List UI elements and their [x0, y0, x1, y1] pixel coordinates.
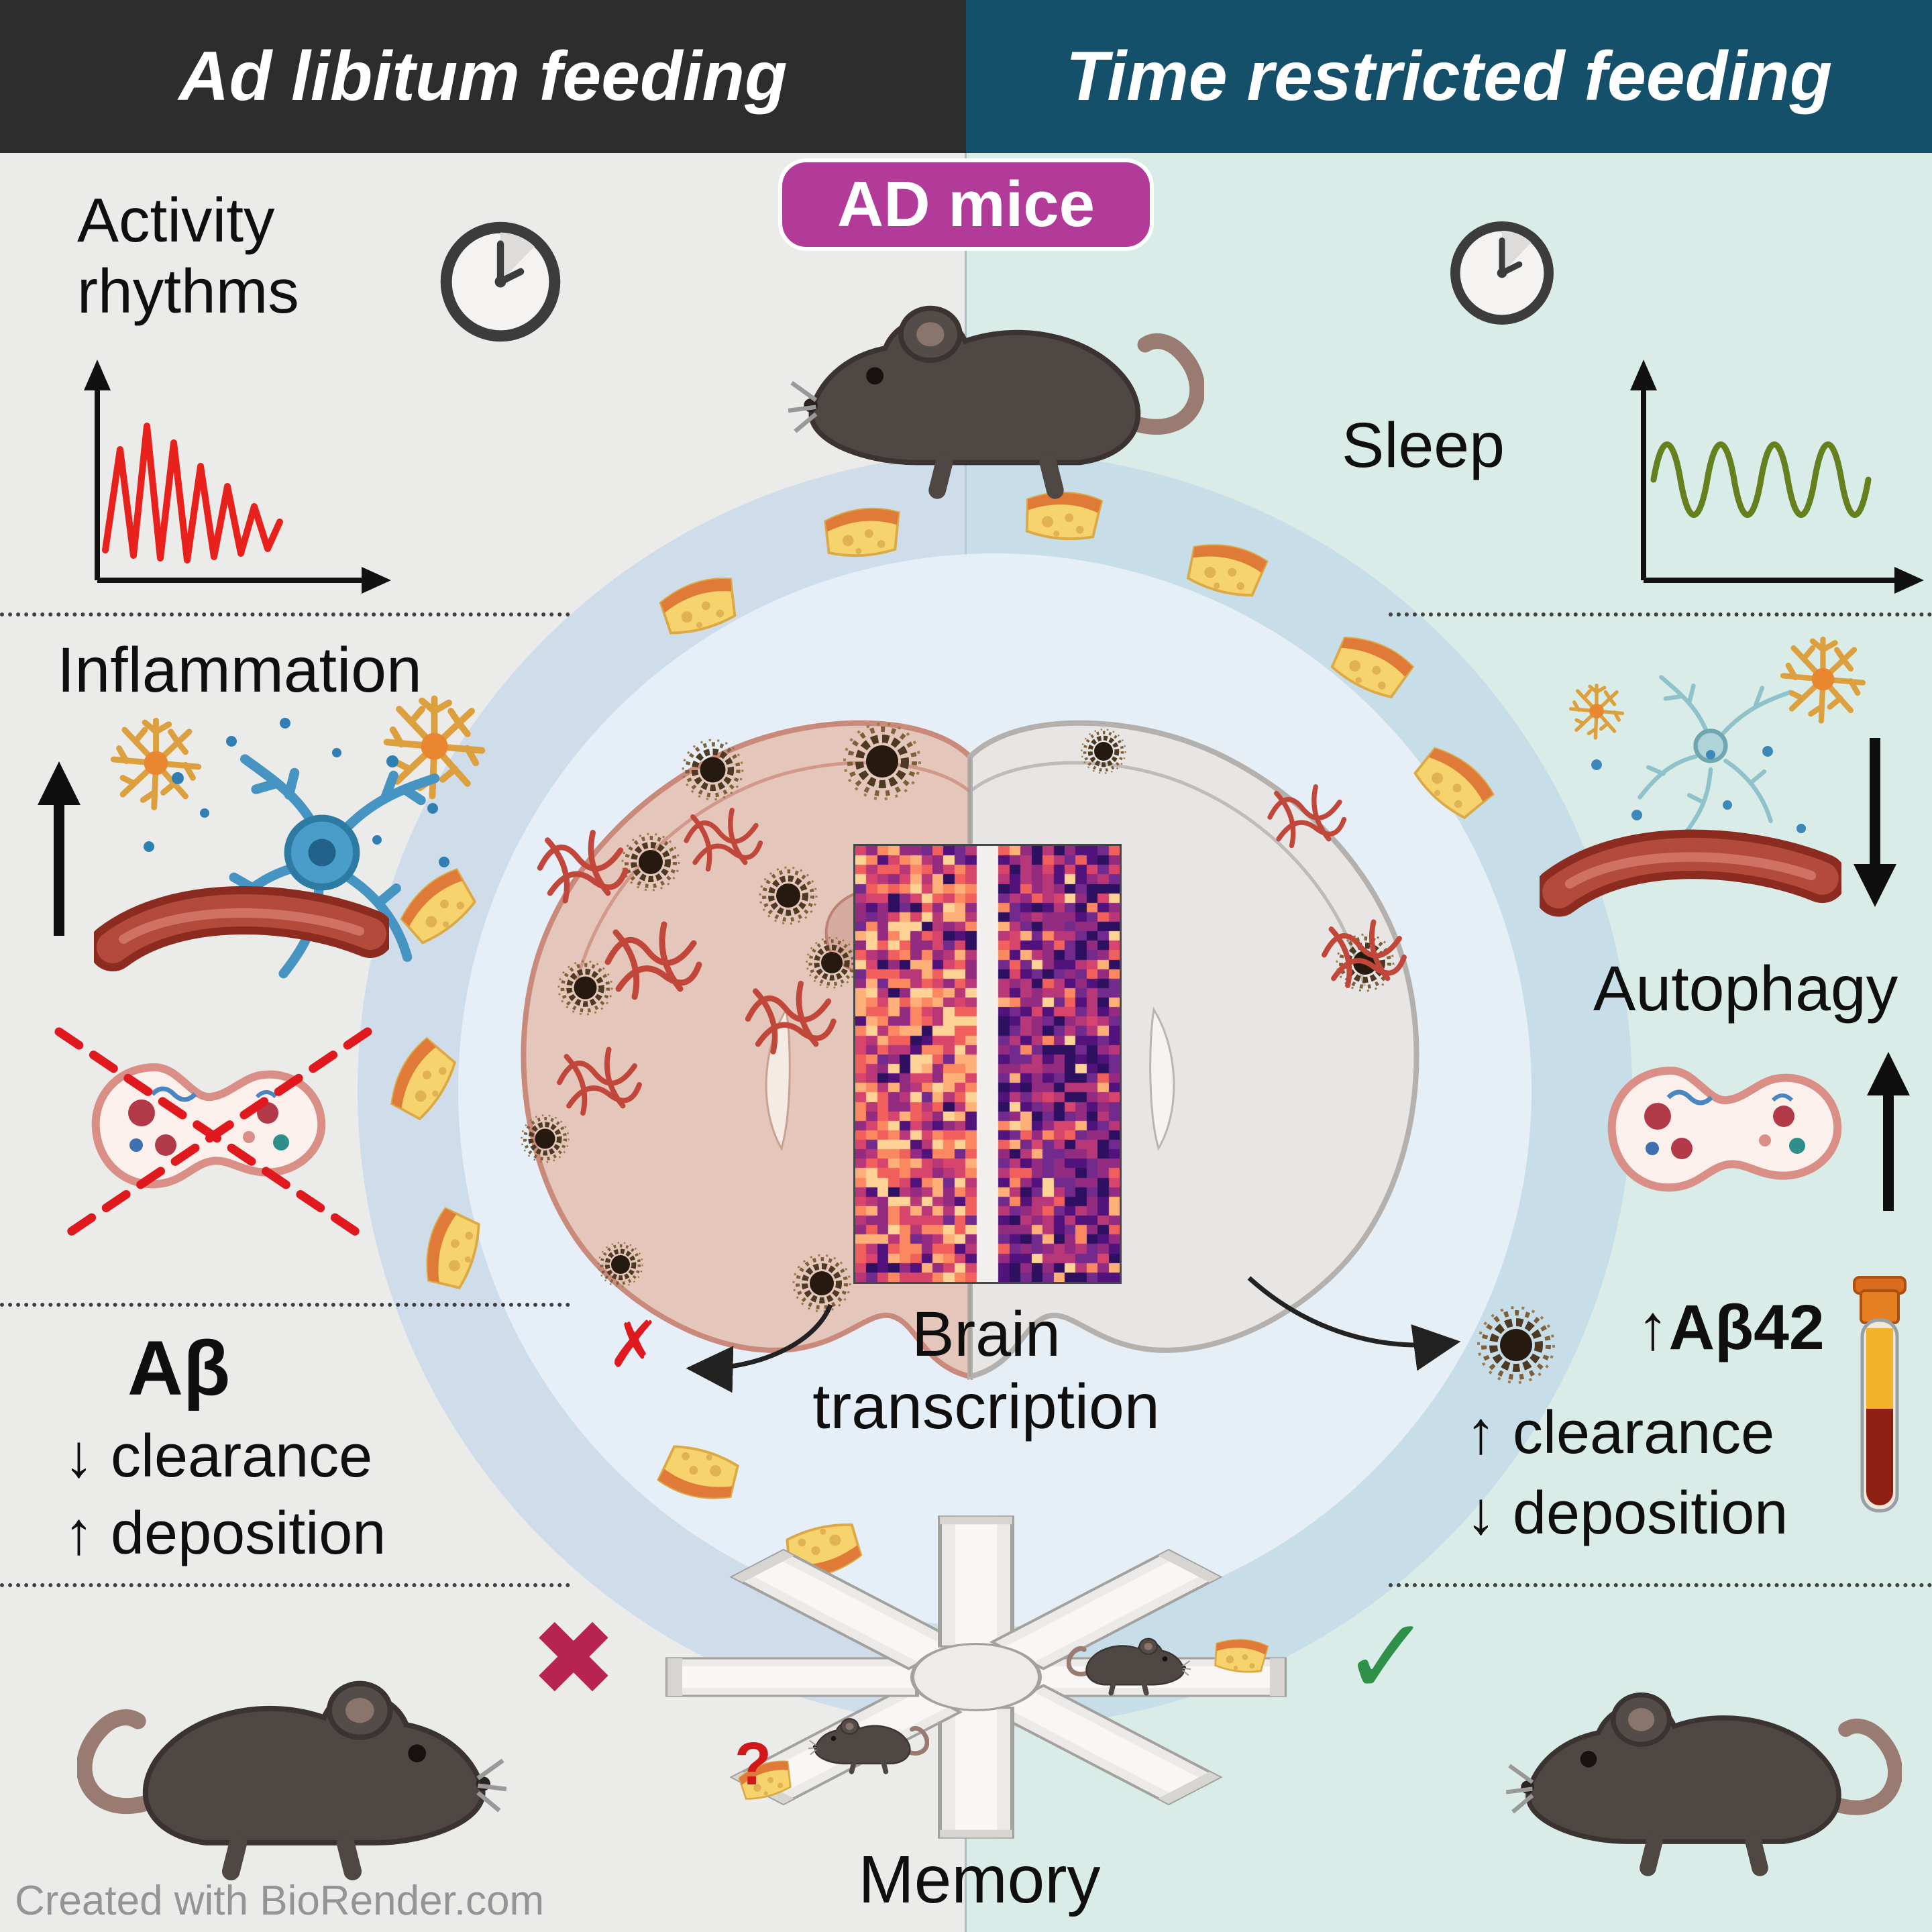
decrease-arrow-icon	[1854, 738, 1896, 907]
blood-vessel-icon	[113, 910, 370, 947]
biorender-credit: Created with BioRender.com	[15, 1878, 545, 1924]
cytokine-dots	[144, 718, 449, 867]
ad-mice-badge-label: AD mice	[837, 168, 1095, 240]
blood-vessel-icon	[1559, 854, 1823, 892]
radial-arm-maze-icon	[665, 1515, 1287, 1839]
cheese-icon	[824, 507, 900, 557]
maze-question-mark: ?	[735, 1731, 771, 1798]
astrocyte-icon	[1783, 639, 1863, 720]
autophagy-cell-icon	[1612, 1071, 1838, 1187]
abeta-deposition-decrease: ↓ deposition	[1466, 1480, 1788, 1547]
header-ad-libitum: Ad libitum feeding	[0, 0, 966, 153]
abeta-clearance-increase: ↑ clearance	[1466, 1399, 1775, 1466]
activity-rhythms-label: Activity rhythms	[77, 185, 299, 327]
ad-mouse-icon	[788, 309, 1197, 490]
section-divider	[1389, 1583, 1932, 1587]
memory-success-check-icon: ✓	[1342, 1597, 1432, 1717]
autophagy-illustration	[1612, 1052, 1910, 1211]
inflammation-label: Inflammation	[57, 635, 422, 706]
abeta-clearance-decrease: ↓ clearance	[64, 1423, 373, 1490]
sleep-label: Sleep	[1342, 410, 1505, 481]
autophagy-label: Autophagy	[1593, 953, 1898, 1024]
clearance-blocked-cross-icon: ✗	[607, 1309, 661, 1381]
section-divider	[0, 612, 570, 616]
ad-mice-badge: AD mice	[778, 158, 1154, 251]
astrocyte-icon	[1571, 686, 1623, 738]
clearance-arrow	[1247, 1276, 1461, 1371]
abeta-deposition-increase: ↑ deposition	[64, 1500, 386, 1567]
blood-tube-icon	[1854, 1277, 1905, 1511]
section-divider	[1389, 612, 1932, 616]
memory-label: Memory	[858, 1842, 1101, 1917]
impaired-mouse-icon	[85, 1684, 506, 1872]
brain-transcription-heatmap	[853, 844, 1122, 1284]
header-right-title: Time restricted feeding	[1065, 37, 1833, 115]
memory-fail-cross-icon: ✖	[530, 1601, 617, 1717]
autophagy-blocked-icon	[54, 1027, 372, 1244]
header-left-title: Ad libitum feeding	[178, 37, 788, 115]
brain-transcription-label: Brain transcription	[812, 1299, 1160, 1443]
healthy-mouse-icon	[1506, 1695, 1895, 1868]
inflammation-illustration	[38, 699, 482, 974]
abeta42-increase-label: ↑Aβ42	[1637, 1292, 1825, 1363]
activity-rhythms-chart	[84, 360, 391, 594]
header-time-restricted: Time restricted feeding	[966, 0, 1932, 153]
reduced-inflammation-illustration	[1559, 639, 1896, 907]
sleep-chart	[1630, 360, 1924, 594]
blocked-cross-lines	[54, 1027, 372, 1244]
abeta-title: Aβ	[127, 1326, 231, 1411]
clearance-blocked-arrow	[686, 1303, 833, 1393]
section-divider	[0, 1303, 570, 1307]
increase-arrow-icon	[38, 761, 80, 936]
clock-icon	[1455, 226, 1548, 319]
increase-arrow-icon	[1867, 1052, 1910, 1211]
section-divider	[0, 1583, 570, 1587]
clock-icon	[446, 227, 555, 336]
astrocyte-icon	[113, 720, 199, 807]
